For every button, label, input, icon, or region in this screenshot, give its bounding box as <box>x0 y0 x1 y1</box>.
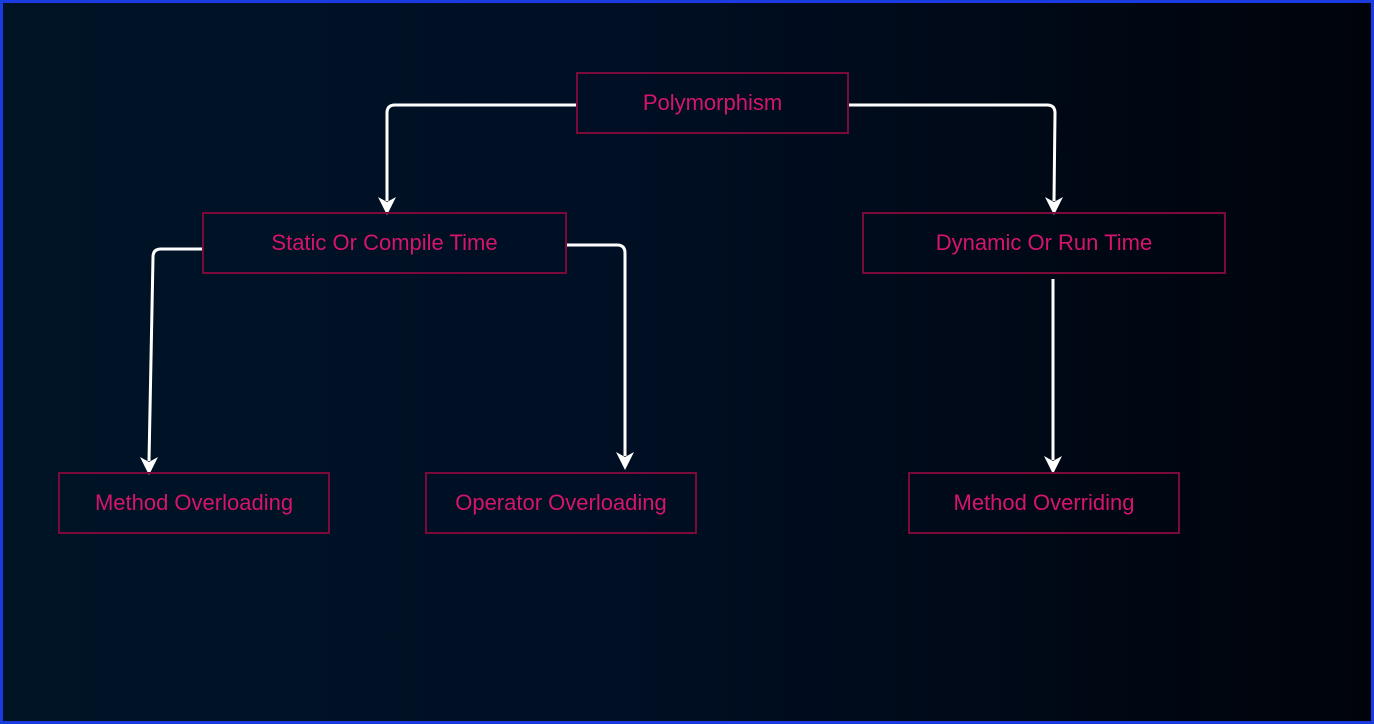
node-method-overriding: Method Overriding <box>908 472 1180 534</box>
node-method-overloading-label: Method Overloading <box>94 490 294 515</box>
node-polymorphism-label: Polymorphism <box>642 90 783 115</box>
node-operator-overloading: Operator Overloading <box>425 472 697 534</box>
node-dynamic-run-time: Dynamic Or Run Time <box>862 212 1226 274</box>
node-static-compile-time-label: Static Or Compile Time <box>271 230 498 255</box>
node-method-overriding-label: Method Overriding <box>953 490 1135 515</box>
node-dynamic-run-time-label: Dynamic Or Run Time <box>935 230 1153 255</box>
node-static-compile-time: Static Or Compile Time <box>202 212 567 274</box>
node-method-overloading: Method Overloading <box>58 472 330 534</box>
arrowhead-operator-overloading <box>616 452 634 470</box>
edge-root-to-dynamic <box>849 103 1057 202</box>
edge-static-to-operator-overloading <box>567 243 627 456</box>
edge-static-to-method-overloading <box>147 247 203 462</box>
node-polymorphism: Polymorphism <box>576 72 849 134</box>
node-operator-overloading-label: Operator Overloading <box>455 490 667 515</box>
edge-root-to-static <box>385 103 578 201</box>
